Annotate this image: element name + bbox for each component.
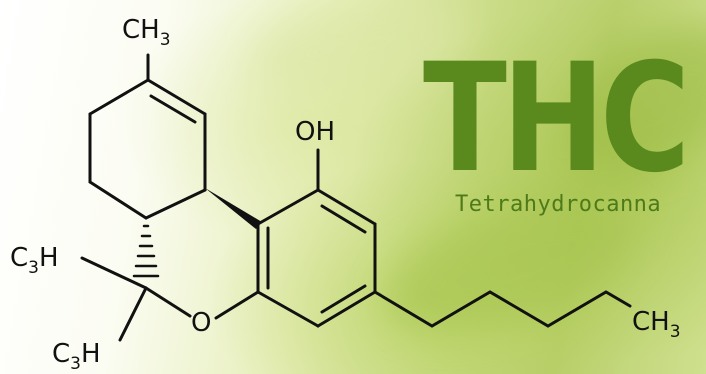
bond [256,290,320,328]
ring-a [88,53,207,220]
methyl-left-lower-label: C3H [52,339,101,374]
gem-dimethyl [80,256,148,342]
double-bond-line [320,204,367,234]
ring-b [144,222,260,320]
thc-title: THC [423,32,690,206]
thc-full-name: Tetrahydrocanna [455,192,662,217]
methyl-left-upper-label: C3H [10,243,59,278]
bond [88,180,148,220]
bond [316,290,377,328]
hydroxyl-label: OH [295,117,335,147]
bond [316,188,377,226]
bond [146,78,207,116]
bond [144,286,192,318]
pentyl-end-label: CH3 [632,307,681,342]
bond [80,256,148,290]
bond [144,188,207,220]
wedge-bond [205,188,262,229]
ring-c [256,148,377,328]
pentyl-chain [373,290,632,328]
bond [256,188,320,226]
bond [118,286,148,342]
bond [214,290,260,320]
ring-oxygen-label: O [191,308,211,338]
double-bond-line [320,284,367,314]
double-bond-line [149,94,197,124]
bond [88,78,150,116]
methyl-top-label: CH3 [122,15,171,50]
hashed-bond [132,224,160,278]
